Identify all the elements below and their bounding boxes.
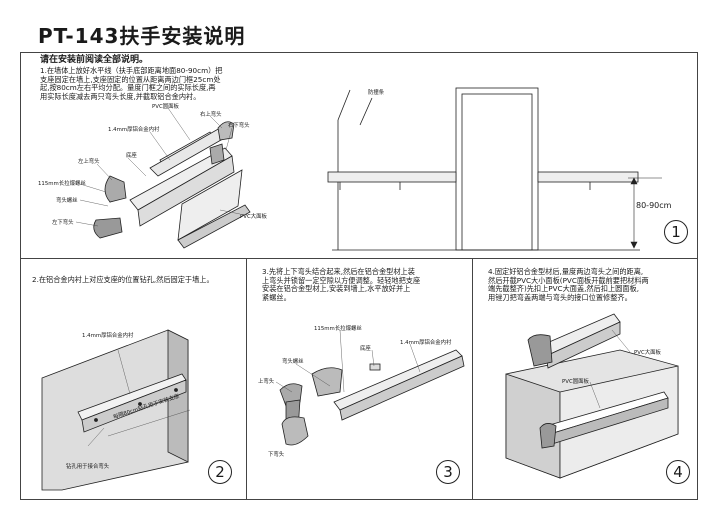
divider-vertical-1	[246, 258, 247, 500]
step-number-4: 4	[666, 460, 690, 484]
divider-vertical-2	[472, 258, 473, 500]
divider-horizontal	[20, 258, 698, 259]
label-screw-1: 115mm长拉爆螺丝	[38, 181, 86, 187]
step2-text: 2.在铝合金内衬上对应支座的位置钻孔,然后固定于墙上。	[32, 275, 214, 284]
label-bracket-1: 底座	[126, 153, 137, 159]
step-number-3: 3	[436, 460, 460, 484]
step3-text: 3.先将上下弯头结合起来,然后在铝合金型材上装 上弯头并锁留一定空隙以方便调整。…	[262, 267, 421, 302]
label-alu-liner-3: 1.4mm厚铝合金内衬	[400, 340, 452, 346]
step4-text: 4.固定好铝合金型材后,量度两边弯头之间的距离, 然后开截PVC大小面板(PVC…	[488, 267, 649, 302]
label-left-top-1: 左上弯头	[78, 159, 100, 165]
step1-text: 1.在墙体上放好水平线（扶手底部距离地面80-90cm）把 支座固定在墙上,支座…	[40, 66, 223, 101]
step-number-2: 2	[208, 460, 232, 484]
label-pvc-big-4: PVC大面板	[634, 350, 661, 356]
label-pvc-round-4: PVC圆面板	[562, 379, 589, 385]
label-pvc-big-1: PVC大面板	[240, 214, 267, 220]
label-screw-3: 115mm长拉爆螺丝	[314, 326, 362, 332]
page-title: PT-143扶手安装说明	[38, 24, 246, 48]
label-top-elbow: 上弯头	[258, 379, 275, 385]
manual-frame	[20, 52, 698, 500]
step-number-1: 1	[664, 220, 688, 244]
label-bottom-elbow: 下弯头	[268, 452, 285, 458]
label-alu-liner-2: 1.4mm厚铝合金内衬	[82, 333, 134, 339]
label-height: 80-90cm	[636, 201, 672, 210]
label-elbow-screw-3: 弯头螺丝	[282, 359, 304, 365]
label-pvc-round-1: PVC圆面板	[152, 104, 179, 110]
label-alu-liner-1: 1.4mm厚铝合金内衬	[108, 127, 160, 133]
label-bracket-3: 底座	[360, 346, 371, 352]
label-elbow-screw-1: 弯头螺丝	[56, 198, 78, 204]
label-right-bottom-1: 右下弯头	[228, 123, 250, 129]
label-right-top-1: 右上弯头	[200, 112, 222, 118]
label-left-bottom-1: 左下弯头	[52, 220, 74, 226]
intro-heading: 请在安装前阅读全部说明。	[40, 55, 149, 65]
label-drill: 钻孔用于接合弯头	[66, 464, 110, 470]
label-guard: 防撞条	[368, 90, 385, 96]
